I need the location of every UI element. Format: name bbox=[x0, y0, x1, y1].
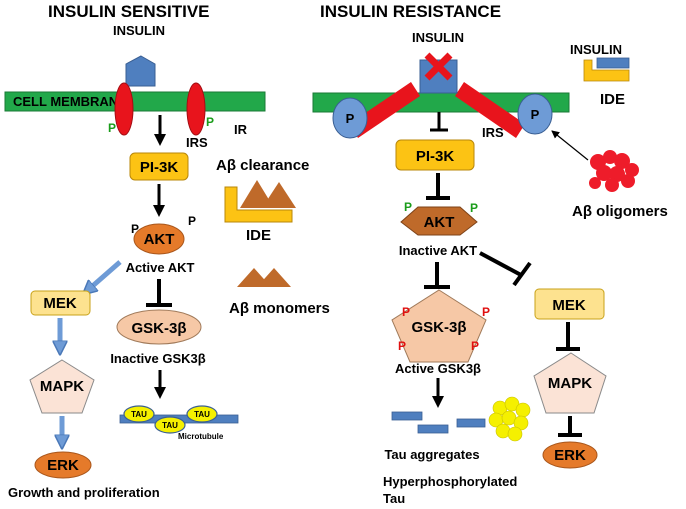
tau-fragment-2 bbox=[417, 424, 449, 434]
left-abeta-monomers: Aβ monomers bbox=[229, 300, 330, 317]
right-inhibit-mek-bar bbox=[512, 261, 532, 287]
left-ir-label: IR bbox=[234, 122, 248, 137]
legend-insulin-label: INSULIN bbox=[570, 42, 622, 57]
tau-aggregates-label: Tau aggregates bbox=[384, 447, 479, 462]
right-receptor-right bbox=[455, 82, 525, 138]
left-akt-ellipse bbox=[133, 223, 185, 255]
hyperphosphorylated-line2: Tau bbox=[383, 491, 405, 506]
left-membrane-label: CELL MEMBRANE bbox=[13, 94, 127, 109]
right-x-line-2 bbox=[424, 52, 453, 81]
left-erk-ellipse bbox=[34, 451, 92, 479]
left-blue-arrow-akt-mek bbox=[88, 260, 122, 290]
right-p-left-label: P bbox=[346, 111, 355, 126]
right-akt-label: AKT bbox=[424, 214, 455, 231]
left-mapk-pentagon bbox=[29, 359, 95, 414]
right-akt-shape bbox=[400, 206, 478, 236]
left-mek-box bbox=[30, 290, 91, 316]
right-p-circle-right bbox=[517, 93, 553, 135]
abeta-oligomers-label: Aβ oligomers bbox=[572, 203, 668, 220]
legend-insulin-rect bbox=[596, 57, 630, 69]
right-mapk-label: MAPK bbox=[548, 375, 592, 392]
left-abeta-triangle-2 bbox=[262, 182, 296, 208]
right-gsk3b-label: GSK-3β bbox=[412, 319, 467, 336]
right-mek-label: MEK bbox=[552, 297, 586, 314]
tau-aggregates-cluster bbox=[488, 396, 531, 442]
tau-fragment-1 bbox=[391, 411, 423, 421]
legend-ide-label: IDE bbox=[600, 91, 625, 108]
left-growth-label: Growth and proliferation bbox=[8, 485, 160, 500]
left-mek-label: MEK bbox=[43, 295, 77, 312]
right-inhibit-mek-line bbox=[479, 251, 522, 277]
left-abeta-clearance: Aβ clearance bbox=[216, 157, 309, 174]
right-p-akt-left: P bbox=[404, 200, 412, 214]
right-mapk-pentagon bbox=[533, 352, 607, 414]
left-p-receptor-left: P bbox=[108, 121, 116, 135]
tau-label-1: TAU bbox=[131, 410, 147, 419]
tau-oval-1 bbox=[123, 405, 155, 423]
right-p-gsk-4: P bbox=[471, 339, 479, 353]
tau-label-2: TAU bbox=[194, 410, 210, 419]
left-p-akt-right: P bbox=[188, 214, 196, 228]
left-p-receptor-right: P bbox=[206, 115, 214, 129]
left-active-akt-label: Active AKT bbox=[126, 260, 195, 275]
right-erk-ellipse bbox=[542, 441, 598, 469]
right-p-akt-right: P bbox=[470, 201, 478, 215]
left-ide-label: IDE bbox=[246, 227, 271, 244]
right-title: INSULIN RESISTANCE bbox=[320, 2, 501, 21]
left-mapk-label: MAPK bbox=[40, 378, 84, 395]
left-abeta-triangle-1 bbox=[240, 180, 274, 208]
tau-label-3: TAU bbox=[162, 421, 178, 430]
right-pi3k-box bbox=[395, 139, 475, 171]
right-irs-label: IRS bbox=[482, 125, 504, 140]
tau-oval-3 bbox=[154, 416, 186, 434]
tau-fragment-3 bbox=[456, 418, 486, 428]
right-p-circle-left bbox=[332, 97, 368, 139]
left-receptor-left bbox=[114, 82, 134, 136]
oligomer-arrow bbox=[551, 130, 589, 161]
left-pi3k-label: PI-3K bbox=[140, 159, 179, 176]
left-title: INSULIN SENSITIVE bbox=[48, 2, 210, 21]
right-p-gsk-2: P bbox=[482, 305, 490, 319]
hyperphosphorylated-line1: Hyperphosphorylated bbox=[383, 474, 517, 489]
left-p-akt-left: P bbox=[131, 222, 139, 236]
left-monomer-2 bbox=[257, 268, 291, 287]
left-ide-shape bbox=[224, 186, 293, 223]
right-p-gsk-3: P bbox=[398, 339, 406, 353]
left-akt-label: AKT bbox=[144, 231, 175, 248]
microtubule-label: Microtubule bbox=[178, 432, 224, 441]
abeta-oligomers-cluster bbox=[589, 150, 639, 192]
right-active-gsk3b: Active GSK3β bbox=[395, 361, 481, 376]
right-insulin-label: INSULIN bbox=[412, 30, 464, 45]
left-gsk3b-label: GSK-3β bbox=[132, 320, 187, 337]
tau-oval-2 bbox=[186, 405, 218, 423]
left-pi3k-box bbox=[129, 152, 189, 181]
left-gsk3b-ellipse bbox=[116, 309, 202, 345]
left-erk-label: ERK bbox=[47, 457, 79, 474]
left-receptor-right bbox=[186, 82, 206, 136]
right-inactive-akt: Inactive AKT bbox=[399, 243, 477, 258]
right-erk-label: ERK bbox=[554, 447, 586, 464]
left-inactive-gsk3b: Inactive GSK3β bbox=[110, 351, 205, 366]
right-gsk3b-pentagon bbox=[391, 289, 487, 363]
right-p-gsk-1: P bbox=[402, 305, 410, 319]
left-insulin-label: INSULIN bbox=[113, 23, 165, 38]
legend-ide-shape bbox=[583, 59, 630, 82]
right-mek-box bbox=[534, 288, 605, 320]
left-irs-label: IRS bbox=[186, 135, 208, 150]
right-p-right-label: P bbox=[531, 107, 540, 122]
right-pi3k-label: PI-3K bbox=[416, 148, 455, 165]
left-insulin-shape bbox=[125, 55, 156, 87]
